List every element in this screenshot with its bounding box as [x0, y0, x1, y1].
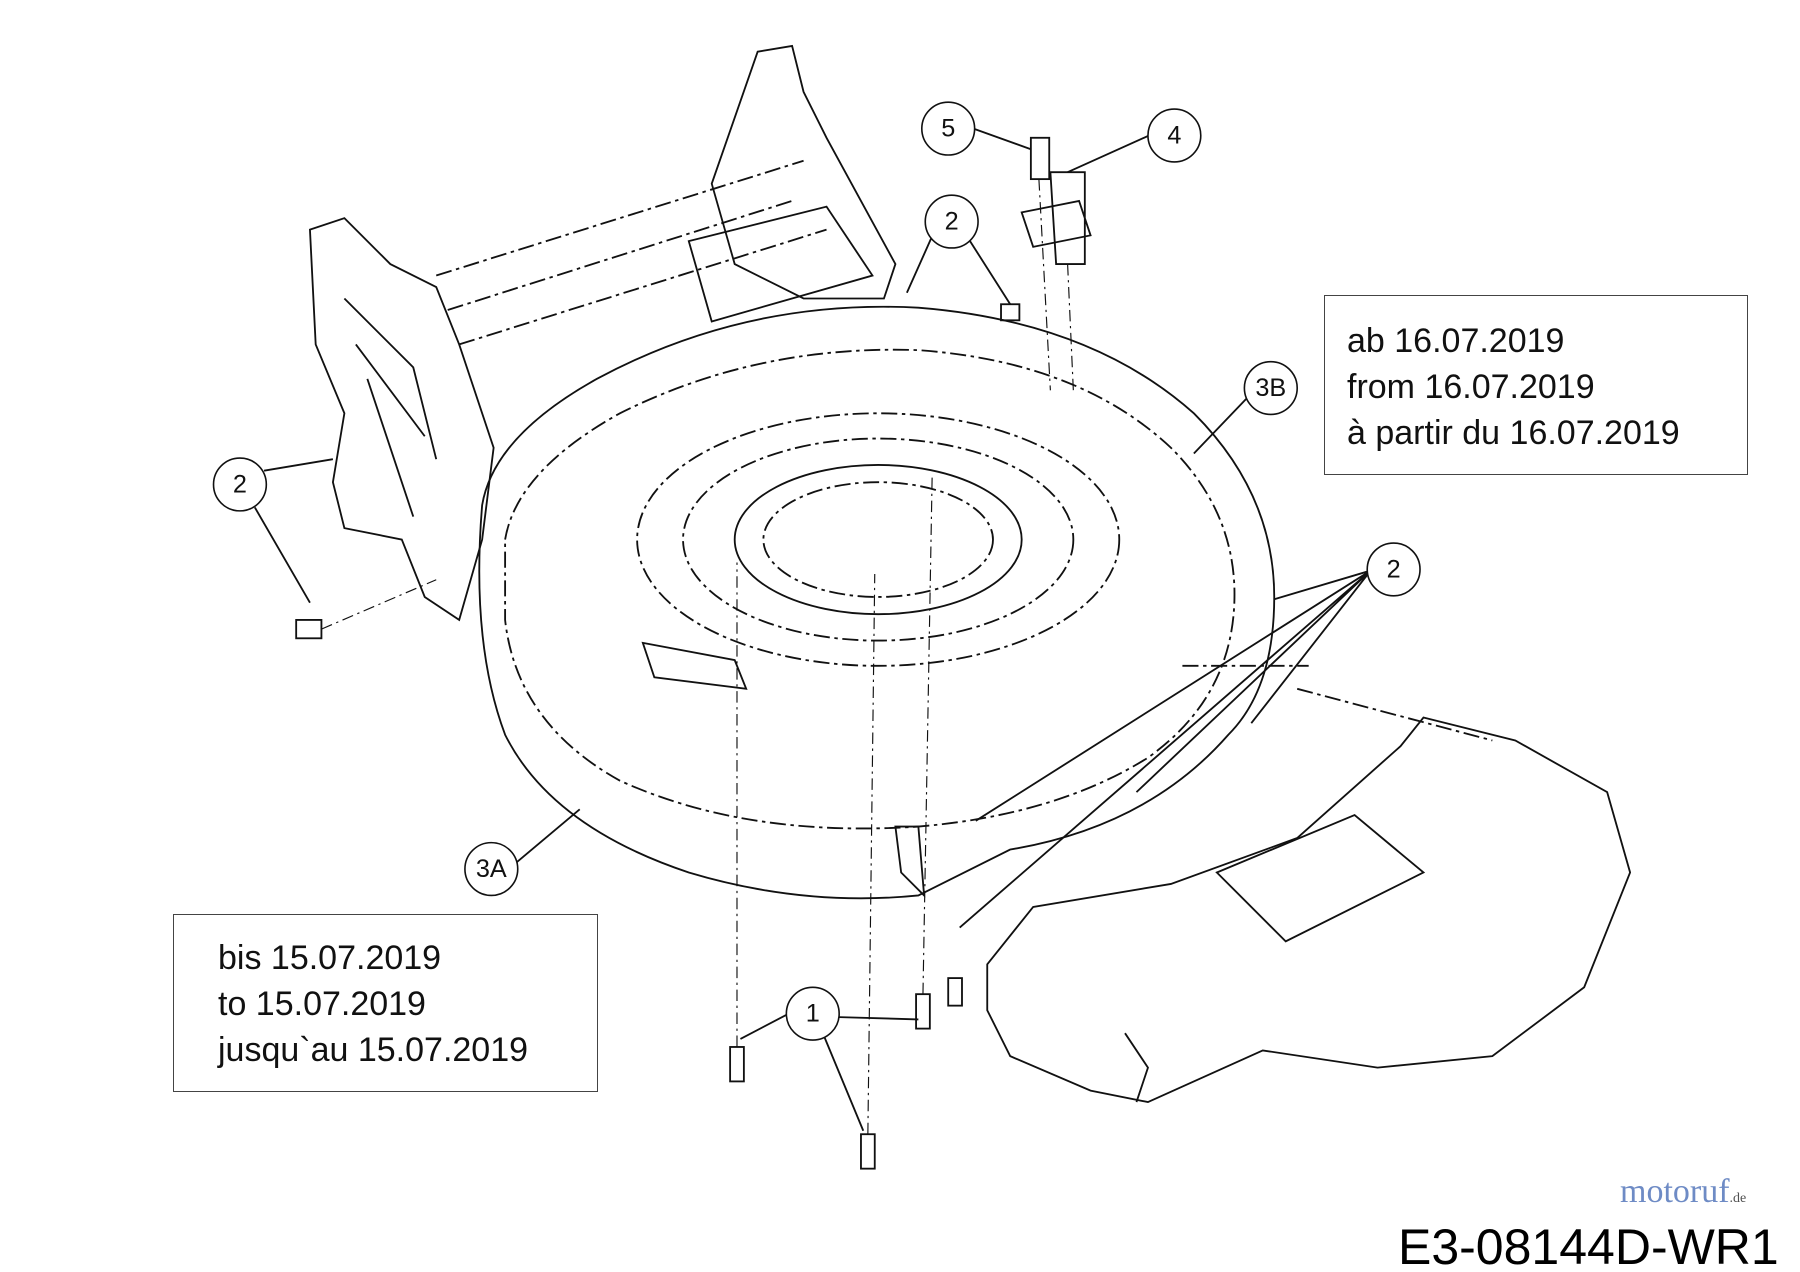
callout-3b: 3B — [1243, 360, 1298, 416]
handle-frame — [308, 44, 897, 622]
leader-lines — [254, 127, 1372, 1132]
bolt-1-a — [729, 1046, 745, 1083]
svg-text:3B: 3B — [1255, 374, 1286, 402]
callout-5: 5 — [921, 101, 976, 156]
svg-text:5: 5 — [941, 115, 955, 143]
watermark-logo: motoruf.de — [1620, 1172, 1746, 1219]
callout-2-left: 2 — [212, 457, 268, 512]
note-line: ab 16.07.2019 — [1347, 322, 1565, 360]
bolt-2-d — [947, 977, 963, 1007]
drawing-code: E3-08144D-WR1 — [1398, 1219, 1779, 1272]
note-line: bis 15.07.2019 — [218, 939, 442, 977]
bolt-2-top — [1000, 303, 1021, 322]
note-until-date: bis 15.07.2019 to 15.07.2019 jusqu`au 15… — [173, 914, 598, 1092]
bolt-2-left — [295, 619, 323, 640]
svg-text:3A: 3A — [476, 855, 507, 883]
callout-2-top: 2 — [924, 194, 979, 249]
note-line: à partir du 16.07.2019 — [1347, 414, 1680, 452]
watermark-name: motoruf — [1620, 1173, 1730, 1210]
watermark-suffix: .de — [1729, 1191, 1747, 1206]
svg-text:1: 1 — [806, 1000, 820, 1028]
callout-3a: 3A — [464, 841, 519, 897]
note-line: to 15.07.2019 — [218, 985, 426, 1023]
plug-5 — [1029, 136, 1051, 181]
note-line: from 16.07.2019 — [1347, 368, 1595, 406]
mower-deck — [478, 305, 1276, 900]
callout-2-right: 2 — [1366, 542, 1421, 597]
svg-text:2: 2 — [945, 208, 959, 236]
note-from-date: ab 16.07.2019 from 16.07.2019 à partir d… — [1324, 295, 1748, 475]
svg-text:2: 2 — [233, 470, 247, 498]
hose-connector-4 — [1020, 171, 1092, 265]
note-line: jusqu`au 15.07.2019 — [218, 1031, 529, 1069]
bolts — [295, 136, 1092, 1170]
svg-text:2: 2 — [1387, 555, 1401, 583]
callout-1: 1 — [785, 986, 840, 1041]
bolt-1-c — [860, 1133, 876, 1170]
svg-text:4: 4 — [1167, 121, 1181, 149]
callout-4: 4 — [1147, 108, 1202, 163]
grass-catcher — [986, 664, 1632, 1104]
bolt-1-b — [915, 993, 931, 1030]
